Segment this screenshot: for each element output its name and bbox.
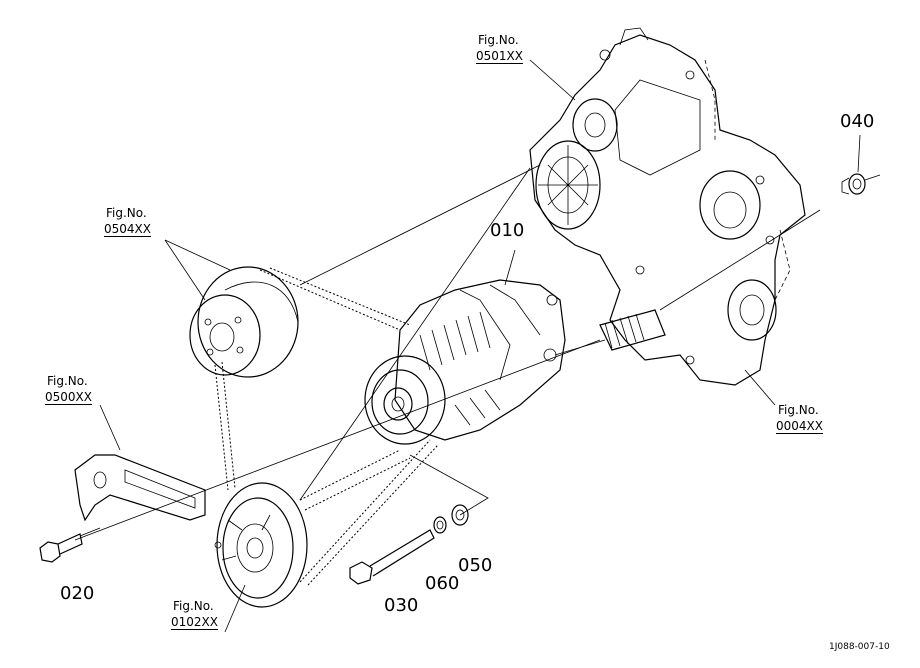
fig-label-0500-code[interactable]: 0500XX bbox=[45, 390, 92, 405]
fig-label-0004-code[interactable]: 0004XX bbox=[776, 419, 823, 434]
fig-label-0504-title: Fig.No. bbox=[106, 206, 147, 220]
leader-lines bbox=[99, 59, 861, 633]
part-number-030[interactable]: 030 bbox=[384, 595, 419, 616]
part-number-010[interactable]: 010 bbox=[490, 220, 525, 241]
fig-label-0004-title: Fig.No. bbox=[778, 403, 819, 417]
nut-040 bbox=[841, 173, 881, 195]
washer-050 bbox=[451, 504, 469, 526]
bolt-030 bbox=[349, 529, 435, 585]
part-number-040[interactable]: 040 bbox=[840, 111, 875, 132]
alternator-010 bbox=[364, 279, 606, 445]
washer-060 bbox=[433, 516, 447, 534]
part-number-020[interactable]: 020 bbox=[60, 583, 95, 604]
fig-label-0504-code[interactable]: 0504XX bbox=[104, 222, 151, 237]
gear-case-housing bbox=[529, 27, 821, 386]
fig-label-0501-code[interactable]: 0501XX bbox=[476, 49, 523, 64]
crank-pulley-0102 bbox=[214, 482, 308, 608]
fig-label-0102-title: Fig.No. bbox=[173, 599, 214, 613]
part-number-050[interactable]: 050 bbox=[458, 555, 493, 576]
fig-label-0102-code[interactable]: 0102XX bbox=[171, 615, 218, 630]
drawing-reference-id: 1J088-007-10 bbox=[829, 642, 890, 652]
assembly-center-lines bbox=[74, 164, 601, 541]
part-number-060[interactable]: 060 bbox=[425, 573, 460, 594]
fig-label-0501-title: Fig.No. bbox=[478, 33, 519, 47]
v-belt bbox=[214, 267, 439, 586]
alternator-bracket-0500 bbox=[74, 454, 206, 522]
fig-label-0500-title: Fig.No. bbox=[47, 374, 88, 388]
fan-pulley-0504 bbox=[189, 266, 299, 378]
bolt-020 bbox=[39, 527, 101, 563]
